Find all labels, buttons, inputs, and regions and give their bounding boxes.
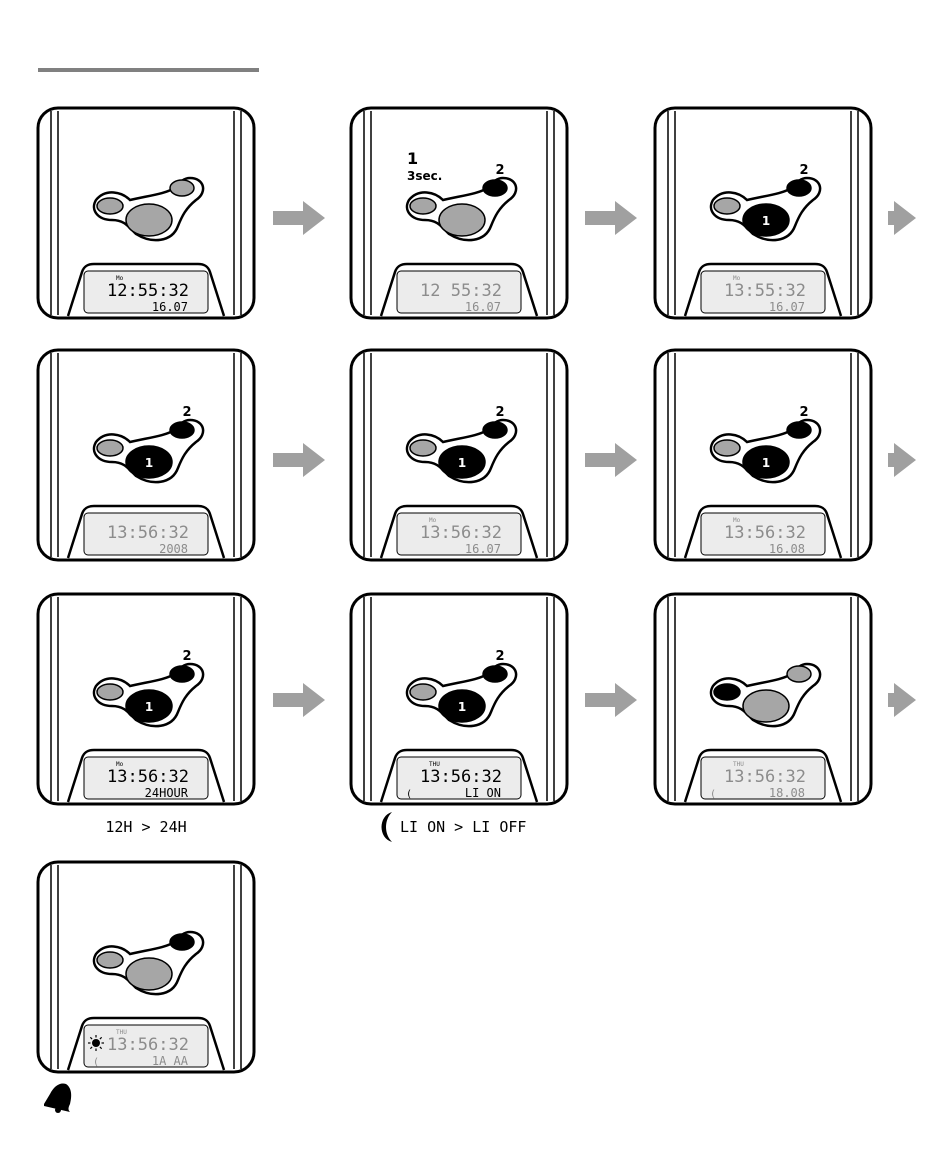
moon-icon: ( (406, 789, 412, 800)
moon-icon: ( (710, 789, 716, 800)
top-button[interactable] (787, 666, 811, 682)
left-button[interactable] (410, 198, 436, 214)
lcd-date: 16.07 (465, 542, 501, 556)
button-2-label: 2 (495, 649, 504, 664)
flow-arrow (888, 683, 916, 717)
moon-icon: ( (93, 1057, 99, 1068)
lcd-time: 13:55:32 (724, 281, 806, 301)
left-button[interactable] (97, 198, 123, 214)
button-number-label: 1 (458, 456, 466, 470)
button-2-label: 2 (182, 405, 191, 420)
lcd-time: 12:55:32 (107, 281, 189, 301)
lcd-time: 13:56:32 (420, 767, 502, 787)
left-button[interactable] (97, 684, 123, 700)
lcd-time: 13:56:32 (724, 767, 806, 787)
left-button[interactable] (97, 440, 123, 456)
button-number-label: 1 (762, 456, 770, 470)
button-number-label: 1 (762, 214, 770, 228)
button-number-label: 1 (145, 700, 153, 714)
flow-arrow (888, 443, 916, 477)
lcd-date: 24HOUR (145, 786, 189, 800)
flow-arrow (273, 683, 325, 717)
left-button[interactable] (410, 440, 436, 456)
flow-arrow (585, 443, 637, 477)
left-button[interactable] (714, 440, 740, 456)
hold-duration-label: 3sec. (407, 169, 442, 183)
section-divider (38, 68, 259, 72)
flow-arrow (585, 201, 637, 235)
top-button[interactable] (170, 934, 194, 950)
lcd-date: LI ON (465, 786, 501, 800)
hour-format-caption: 12H > 24H (105, 818, 186, 836)
top-button[interactable] (483, 422, 507, 438)
left-button[interactable] (97, 952, 123, 968)
sun-icon (88, 1035, 104, 1051)
flow-arrow (273, 443, 325, 477)
center-button[interactable] (743, 690, 789, 722)
lcd-date: 16.07 (769, 300, 805, 314)
step-1-label: 1 (407, 149, 418, 168)
flow-arrow (273, 201, 325, 235)
lcd-date: 16.08 (769, 542, 805, 556)
button-number-label: 1 (145, 456, 153, 470)
lcd-time: 13:56:32 (107, 523, 189, 543)
top-button[interactable] (787, 180, 811, 196)
lcd-time: 13:56:32 (107, 1035, 189, 1055)
moon-icon (382, 812, 393, 842)
lcd-time: 12 55:32 (420, 281, 502, 301)
button-2-label: 2 (495, 163, 504, 178)
button-2-label: 2 (799, 163, 808, 178)
button-2-label: 2 (182, 649, 191, 664)
top-button[interactable] (787, 422, 811, 438)
left-button[interactable] (410, 684, 436, 700)
light-caption: LI ON > LI OFF (400, 818, 526, 836)
top-button[interactable] (483, 666, 507, 682)
left-button[interactable] (714, 198, 740, 214)
lcd-time: 13:56:32 (107, 767, 189, 787)
lcd-date: 1A AA (152, 1054, 189, 1068)
center-button[interactable] (439, 204, 485, 236)
button-2-label: 2 (799, 405, 808, 420)
top-button[interactable] (483, 180, 507, 196)
button-2-label: 2 (495, 405, 504, 420)
center-button[interactable] (126, 204, 172, 236)
lcd-date: 2008 (159, 542, 188, 556)
flow-arrow (888, 201, 916, 235)
lcd-date: 18.08 (769, 786, 805, 800)
top-button[interactable] (170, 422, 194, 438)
lcd-time: 13:56:32 (420, 523, 502, 543)
button-number-label: 1 (458, 700, 466, 714)
lcd-date: 16.07 (152, 300, 188, 314)
bell-icon (44, 1083, 71, 1113)
center-button[interactable] (126, 958, 172, 990)
lcd-time: 13:56:32 (724, 523, 806, 543)
flow-arrow (585, 683, 637, 717)
top-button[interactable] (170, 180, 194, 196)
top-button[interactable] (170, 666, 194, 682)
watch-panel: 2 13sec. 12 55:3216.07 (351, 108, 567, 318)
left-button[interactable] (714, 684, 740, 700)
lcd-date: 16.07 (465, 300, 501, 314)
